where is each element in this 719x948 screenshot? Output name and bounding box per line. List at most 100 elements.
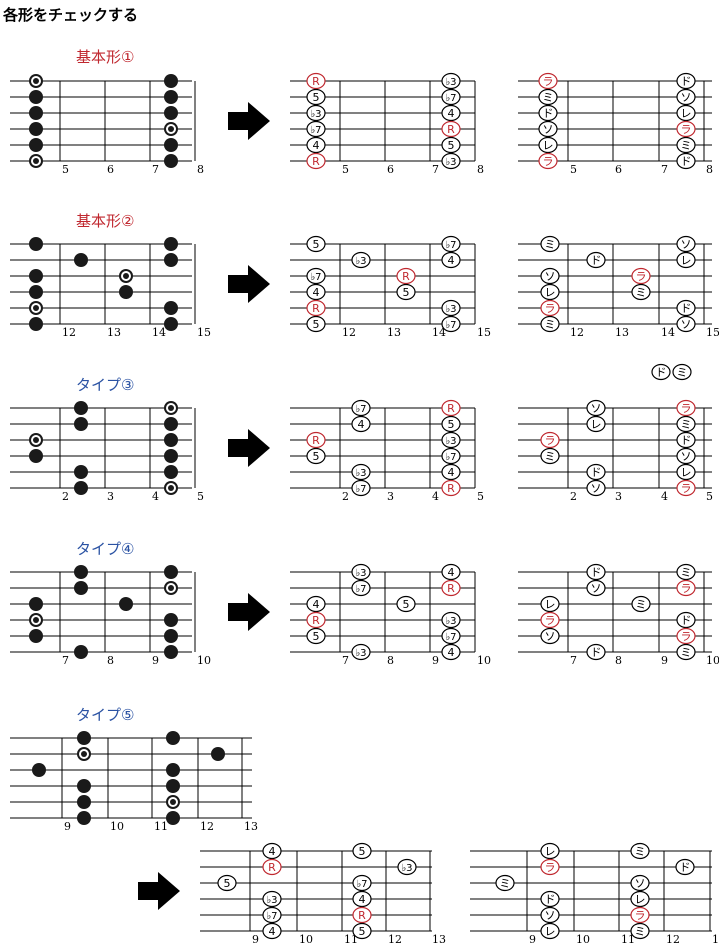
degree-circle [538, 72, 558, 90]
degree-label: 5 [313, 630, 320, 643]
degree-circle [538, 104, 558, 122]
root-center [168, 585, 174, 591]
section-title-5: タイプ⑤ [76, 706, 135, 724]
fret-number: 5 [342, 163, 349, 176]
degree-circle [306, 315, 326, 333]
degree-label: ミ [681, 566, 692, 579]
degree-label: 5 [359, 845, 366, 858]
degree-circle [351, 251, 371, 269]
root-center [33, 305, 39, 311]
degree-circle [672, 363, 692, 381]
degree-label: ド [681, 75, 692, 88]
degree-circle [306, 120, 326, 138]
fret-number: 9 [64, 820, 71, 833]
fret-number: 9 [432, 654, 439, 667]
root-center [123, 273, 129, 279]
degree-label: R [312, 75, 320, 88]
note-dot [77, 811, 91, 825]
fret-number: 4 [661, 490, 668, 503]
note-dot [164, 74, 178, 88]
fret-number: 15 [197, 326, 211, 339]
fret-number: 10 [197, 654, 211, 667]
degree-label: レ [545, 286, 556, 299]
degree-circle [676, 415, 696, 433]
degree-label: ド [681, 302, 692, 315]
section-title-4: タイプ④ [76, 540, 135, 558]
degree-label: ラ [636, 270, 647, 283]
degree-label: ラ [681, 482, 692, 495]
note-dot [29, 317, 43, 331]
fretboard: 910111213レラミドソレミソレラミド [470, 842, 719, 946]
degree-circle [351, 563, 371, 581]
degree-label: 5 [313, 238, 320, 251]
degree-label: レ [591, 418, 602, 431]
degree-circle [676, 563, 696, 581]
note-dot [29, 237, 43, 251]
degree-circle [540, 267, 560, 285]
degree-label: ミ [545, 238, 556, 251]
fret-number: 8 [107, 654, 114, 667]
degree-label: ド [681, 434, 692, 447]
degree-label: ド [543, 107, 554, 120]
fret-number: 13 [432, 933, 446, 946]
degree-circle [441, 563, 461, 581]
degree-label: ♭3 [445, 304, 456, 315]
fret-number: 8 [615, 654, 622, 667]
degree-label: ♭3 [310, 109, 321, 120]
degree-circle [540, 283, 560, 301]
note-dot [29, 138, 43, 152]
note-dot [164, 138, 178, 152]
section-title-3: タイプ③ [76, 376, 135, 394]
degree-label: ミ [681, 646, 692, 659]
degree-circle [676, 251, 696, 269]
degree-label: ♭3 [445, 436, 456, 447]
note-dot [29, 629, 43, 643]
note-dot [29, 106, 43, 120]
degree-circle [630, 906, 650, 924]
note-dot [211, 747, 225, 761]
degree-circle [262, 922, 282, 940]
degree-circle [538, 152, 558, 170]
degree-label: ラ [681, 582, 692, 595]
degree-circle [538, 136, 558, 154]
degree-circle [441, 136, 461, 154]
degree-circle [262, 906, 282, 924]
degree-label: ♭3 [355, 648, 366, 659]
degree-label: ラ [545, 614, 556, 627]
note-dot [74, 565, 88, 579]
degree-circle [441, 431, 461, 449]
note-dot [29, 122, 43, 136]
fret-number: 4 [432, 490, 439, 503]
degree-circle [306, 283, 326, 301]
degree-label: ♭3 [355, 568, 366, 579]
fret-number: 2 [62, 490, 69, 503]
fret-number: 5 [570, 163, 577, 176]
degree-circle [540, 611, 560, 629]
degree-label: レ [545, 925, 556, 938]
fret-number: 14 [661, 326, 675, 339]
note-dot [164, 90, 178, 104]
root-center [33, 617, 39, 623]
degree-circle [441, 251, 461, 269]
fret-number: 5 [197, 490, 204, 503]
degree-label: 4 [448, 566, 455, 579]
degree-circle [352, 922, 372, 940]
degree-circle [676, 627, 696, 645]
degree-circle [586, 251, 606, 269]
degree-circle [396, 283, 416, 301]
degree-circle [538, 120, 558, 138]
fret-number: 7 [570, 654, 577, 667]
fret-number: 10 [299, 933, 313, 946]
degree-circle [396, 595, 416, 613]
degree-circle [495, 874, 515, 892]
fret-number: 7 [342, 654, 349, 667]
degree-label: ド [591, 646, 602, 659]
note-dot [74, 645, 88, 659]
fret-number: 5 [477, 490, 484, 503]
degree-circle [441, 315, 461, 333]
fret-number: 9 [661, 654, 668, 667]
degree-label: ♭7 [445, 452, 456, 463]
